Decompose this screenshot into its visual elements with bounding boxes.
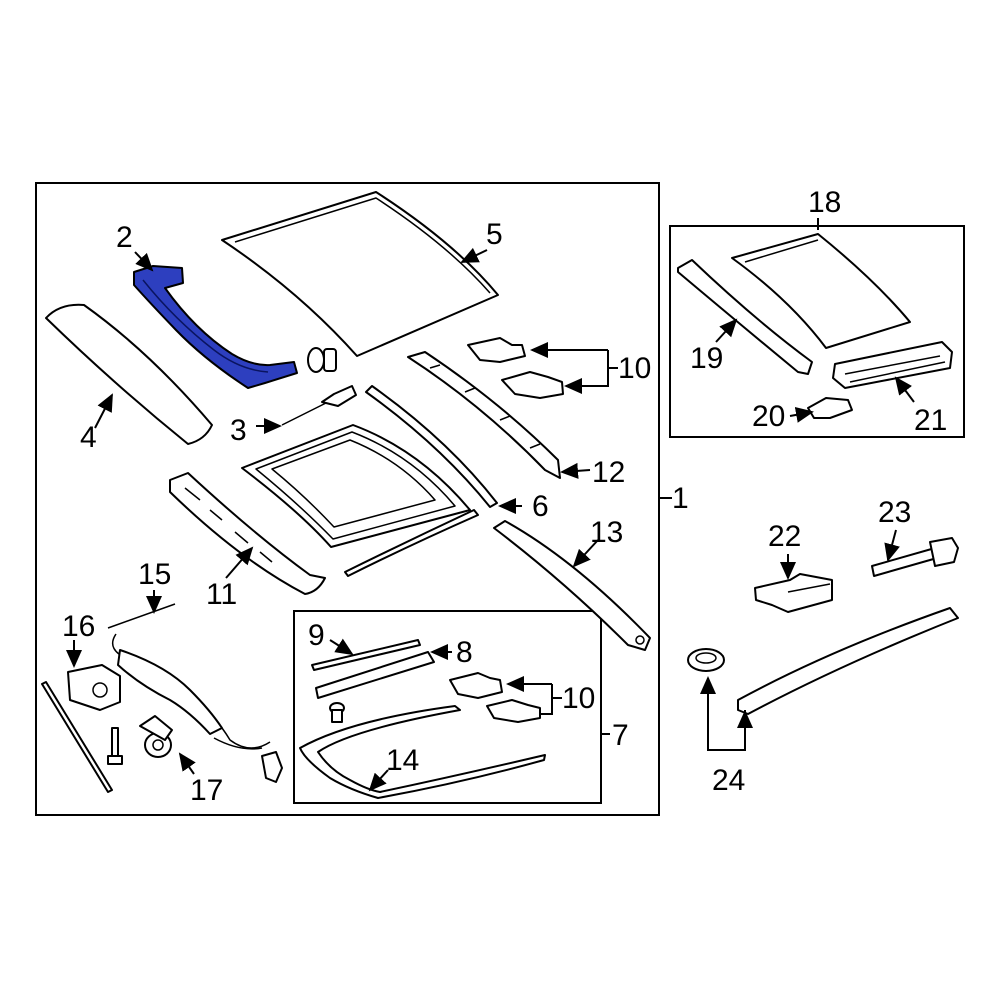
drain-rod[interactable] <box>41 681 113 793</box>
part-17-sensor[interactable] <box>139 715 173 758</box>
label-5: 5 <box>486 218 503 251</box>
part-8-seal[interactable] <box>315 651 435 699</box>
label-11: 11 <box>206 578 237 611</box>
label-10-lower: 10 <box>562 682 595 715</box>
label-13: 13 <box>590 516 623 549</box>
label-9: 9 <box>308 619 325 652</box>
label-24: 24 <box>712 764 745 797</box>
label-12: 12 <box>592 456 625 489</box>
part-3-cable[interactable] <box>281 385 357 426</box>
screw-fastener[interactable] <box>307 347 337 373</box>
label-20: 20 <box>752 400 785 433</box>
label-18: 18 <box>808 186 841 219</box>
label-23: 23 <box>878 496 911 529</box>
part-23-cable-end[interactable] <box>871 537 959 577</box>
label-16: 16 <box>62 610 95 643</box>
part-20-clip[interactable] <box>807 397 853 419</box>
label-1: 1 <box>672 482 689 515</box>
label-19: 19 <box>690 342 723 375</box>
part-24-grommet[interactable] <box>687 648 725 672</box>
leader-lines <box>66 218 915 792</box>
sunroof-frame[interactable] <box>241 424 471 548</box>
part-18-glass-panel[interactable] <box>731 233 911 349</box>
front-seal-strip[interactable] <box>344 509 479 577</box>
label-2: 2 <box>116 221 133 254</box>
part-11-side-rail[interactable] <box>169 472 326 595</box>
part-2-bracket-highlighted[interactable] <box>133 265 298 389</box>
label-21: 21 <box>914 404 947 437</box>
label-4: 4 <box>80 421 97 454</box>
part-21-deflector[interactable] <box>832 341 953 389</box>
part-19-rail[interactable] <box>677 259 813 375</box>
part-14-seal-loop[interactable] <box>299 705 546 799</box>
label-14: 14 <box>386 744 419 777</box>
part-10-clips-top[interactable] <box>467 337 564 399</box>
bolt-fastener[interactable] <box>107 727 123 765</box>
part-13-rail[interactable] <box>493 520 651 651</box>
label-22: 22 <box>768 520 801 553</box>
part-10-clips-lower[interactable] <box>449 672 541 723</box>
label-15: 15 <box>138 558 171 591</box>
grommet-small[interactable] <box>329 702 345 723</box>
main-assembly-frame <box>35 182 660 816</box>
part-24-trim-strip[interactable] <box>737 607 959 715</box>
part-16-motor[interactable] <box>67 664 121 711</box>
part-5-roof-panel[interactable] <box>221 191 499 357</box>
label-10-top: 10 <box>618 352 651 385</box>
part-6-seal-strip[interactable] <box>365 385 498 508</box>
label-7: 7 <box>612 719 629 752</box>
label-17: 17 <box>190 774 223 807</box>
part-22-bracket[interactable] <box>754 573 833 613</box>
small-clip[interactable] <box>261 751 283 783</box>
callout-labels: 1 2 3 4 5 6 7 8 9 10 10 11 12 13 14 15 1… <box>62 186 947 807</box>
part-9-seal[interactable] <box>311 639 421 671</box>
label-3: 3 <box>230 414 247 447</box>
label-6: 6 <box>532 490 549 523</box>
part-4-rear-panel[interactable] <box>45 303 213 445</box>
label-8: 8 <box>456 636 473 669</box>
part-12-side-rail[interactable] <box>407 351 561 479</box>
sub-assembly-7-frame <box>293 610 602 804</box>
part-15-drive-cable[interactable] <box>107 603 271 750</box>
